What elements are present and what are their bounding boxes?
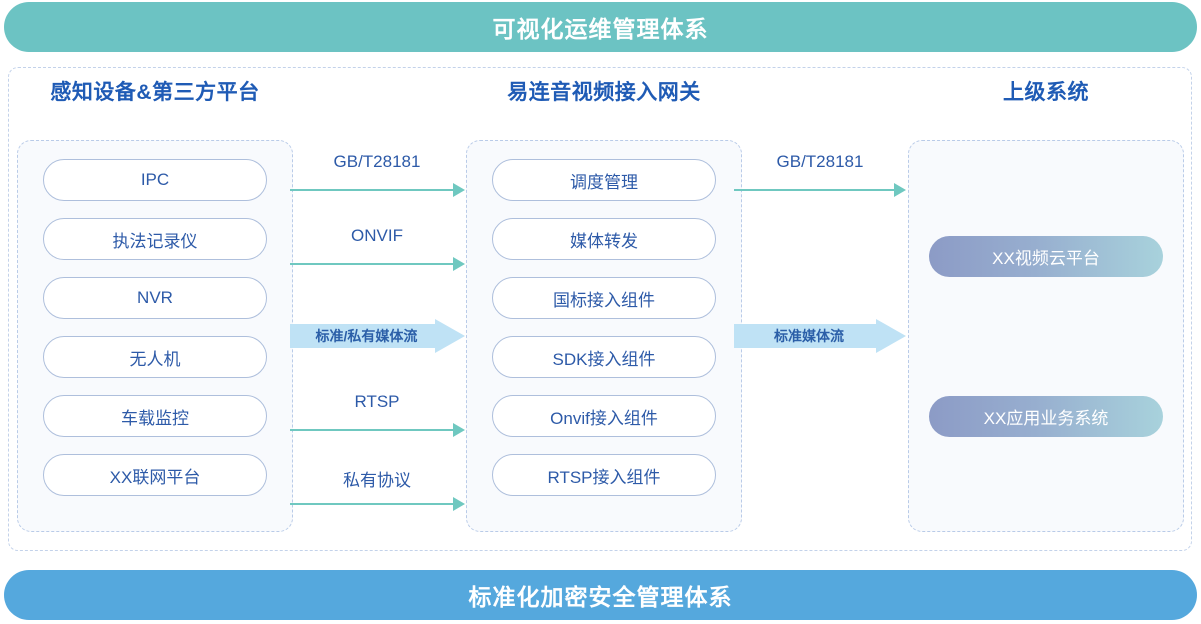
gateway-item-gb-access[interactable]: 国标接入组件 xyxy=(492,277,716,319)
gateway-item-sdk-access[interactable]: SDK接入组件 xyxy=(492,336,716,378)
arrow-head-icon xyxy=(453,497,465,511)
connector-arrow-onvif xyxy=(290,252,465,276)
connector-block-arrow-standard-media: 标准媒体流 xyxy=(734,319,906,353)
panel-sensing-devices: IPC 执法记录仪 NVR 无人机 车载监控 XX联网平台 xyxy=(17,140,293,532)
connector-label-standard-private-media: 标准/私有媒体流 xyxy=(315,328,418,344)
device-item-law-recorder[interactable]: 执法记录仪 xyxy=(43,218,267,260)
connector-arrow-rtsp xyxy=(290,418,465,442)
bottom-banner: 标准化加密安全管理体系 xyxy=(4,570,1197,620)
column-title-sensing: 感知设备&第三方平台 xyxy=(50,81,260,104)
device-item-xx-network-platform[interactable]: XX联网平台 xyxy=(43,454,267,496)
connector-arrow-gbt28181-left xyxy=(290,178,465,202)
device-item-vehicle-monitor[interactable]: 车载监控 xyxy=(43,395,267,437)
connector-block-arrow-standard-private-media: 标准/私有媒体流 xyxy=(290,319,465,353)
top-banner: 可视化运维管理体系 xyxy=(4,2,1197,52)
system-item-business-app[interactable]: XX应用业务系统 xyxy=(929,395,1163,437)
gateway-item-dispatch-mgmt[interactable]: 调度管理 xyxy=(492,159,716,201)
system-item-video-cloud[interactable]: XX视频云平台 xyxy=(929,235,1163,277)
arrow-line xyxy=(290,503,454,505)
connector-label-standard-media: 标准媒体流 xyxy=(774,328,844,344)
connector-label-gbt28181-left: GB/T28181 xyxy=(333,152,421,171)
gateway-item-onvif-access[interactable]: Onvif接入组件 xyxy=(492,395,716,437)
block-arrow-head-icon xyxy=(435,319,465,353)
connector-arrow-gbt28181-right xyxy=(734,178,906,202)
connector-label-rtsp: RTSP xyxy=(354,392,400,411)
arrow-head-icon xyxy=(453,183,465,197)
arrow-line xyxy=(290,263,454,265)
gateway-item-media-forward[interactable]: 媒体转发 xyxy=(492,218,716,260)
column-gateway: 易连音视频接入网关 调度管理 媒体转发 国标接入组件 SDK接入组件 Onvif… xyxy=(466,78,742,532)
device-item-ipc[interactable]: IPC xyxy=(43,159,267,201)
block-arrow-shaft xyxy=(290,324,435,348)
block-arrow-shaft xyxy=(734,324,876,348)
arrow-head-icon xyxy=(453,423,465,437)
connector-arrow-private-protocol xyxy=(290,492,465,516)
top-banner-label: 可视化运维管理体系 xyxy=(492,16,709,42)
system-spacer xyxy=(929,277,1163,396)
arrow-line xyxy=(290,429,454,431)
column-title-gateway: 易连音视频接入网关 xyxy=(507,81,701,104)
column-upper-system: 上级系统 XX视频云平台 XX应用业务系统 xyxy=(908,78,1184,532)
block-arrow-head-icon xyxy=(876,319,906,353)
connector-label-onvif: ONVIF xyxy=(351,226,403,245)
arrow-head-icon xyxy=(453,257,465,271)
bottom-banner-label: 标准化加密安全管理体系 xyxy=(468,584,733,610)
panel-gateway-components: 调度管理 媒体转发 国标接入组件 SDK接入组件 Onvif接入组件 RTSP接… xyxy=(466,140,742,532)
connector-label-gbt28181-right: GB/T28181 xyxy=(776,152,864,171)
arrow-head-icon xyxy=(894,183,906,197)
device-item-nvr[interactable]: NVR xyxy=(43,277,267,319)
column-title-upper-system: 上级系统 xyxy=(1003,81,1089,104)
device-item-drone[interactable]: 无人机 xyxy=(43,336,267,378)
connector-label-private-protocol: 私有协议 xyxy=(343,471,411,490)
column-sensing-devices: 感知设备&第三方平台 IPC 执法记录仪 NVR 无人机 车载监控 XX联网平台 xyxy=(17,78,293,532)
arrow-line xyxy=(734,189,895,191)
outer-dashed-frame xyxy=(8,67,1192,551)
gateway-item-rtsp-access[interactable]: RTSP接入组件 xyxy=(492,454,716,496)
arrow-line xyxy=(290,189,454,191)
panel-upper-system: XX视频云平台 XX应用业务系统 xyxy=(908,140,1184,532)
